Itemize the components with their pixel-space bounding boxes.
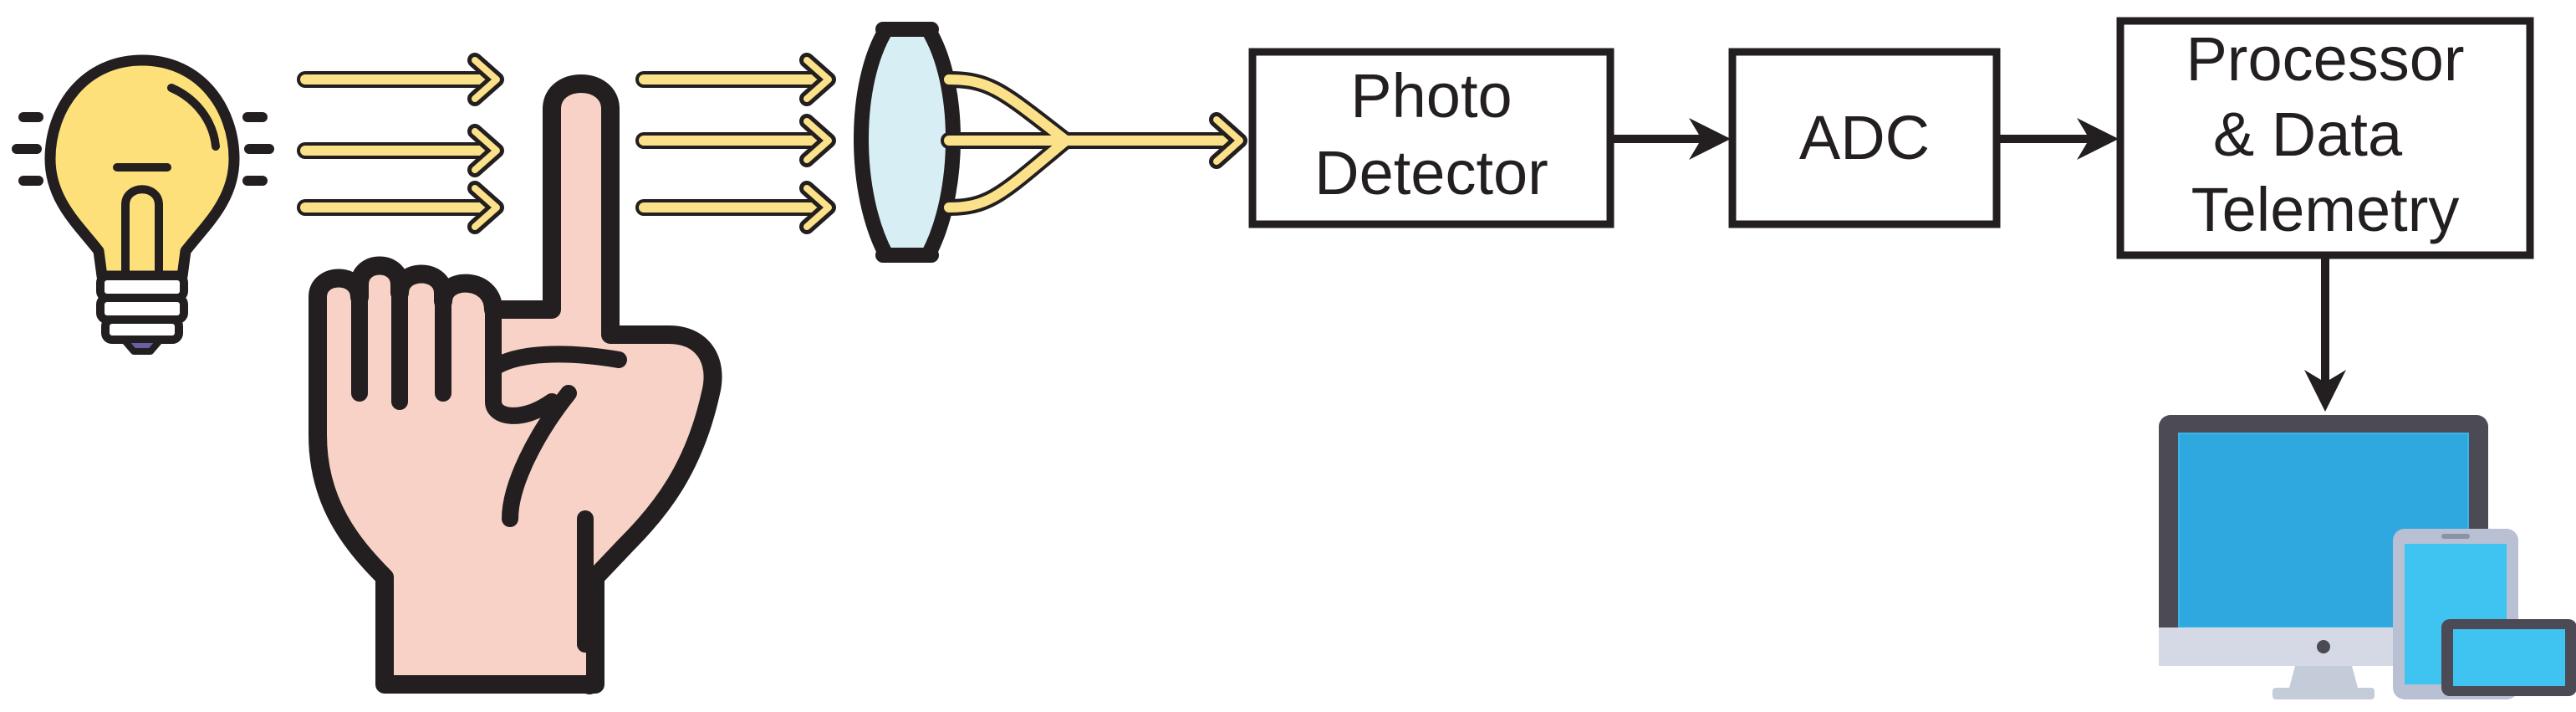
- processor-label-line2: & Data: [2213, 100, 2403, 169]
- processor-label-line1: Processor: [2186, 24, 2464, 94]
- photo-detector-block: Photo Detector: [1248, 48, 1614, 228]
- adc-label: ADC: [1799, 103, 1930, 172]
- photo-detector-label-line1: Photo: [1350, 61, 1512, 131]
- adc-block: ADC: [1728, 48, 2001, 228]
- lens-icon: [854, 22, 961, 263]
- processor-label-line3: Telemetry: [2191, 175, 2460, 244]
- focused-light-beam: [941, 71, 1247, 216]
- index-finger-icon: [309, 74, 722, 694]
- computer-and-devices-icon: [2159, 415, 2576, 699]
- light-bulb-icon: [12, 54, 274, 355]
- transmitted-light-beams: [635, 53, 836, 234]
- processor-telemetry-block: Processor & Data Telemetry: [2116, 17, 2534, 259]
- incident-light-beams: [297, 53, 504, 234]
- photo-detector-label-line2: Detector: [1314, 138, 1548, 207]
